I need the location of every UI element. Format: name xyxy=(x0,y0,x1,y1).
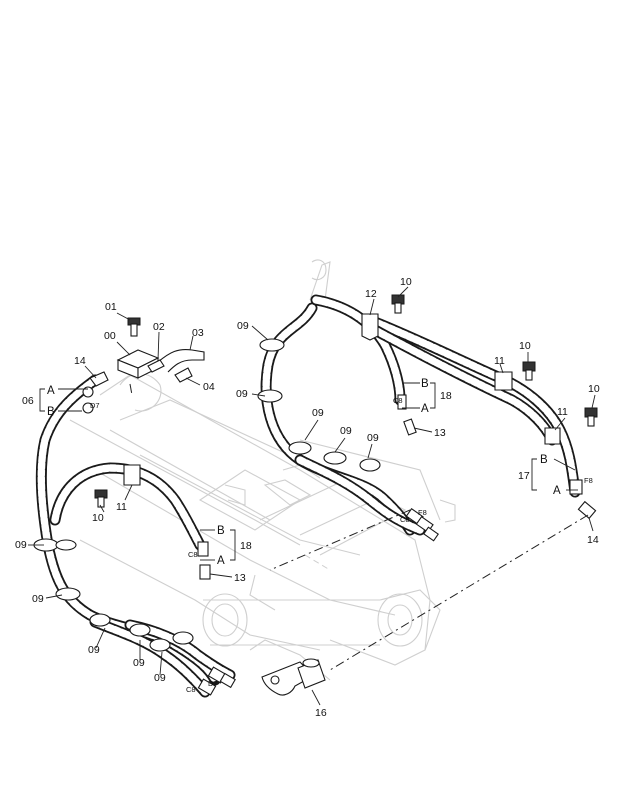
callout-brackets xyxy=(39,382,578,561)
bracket-12 xyxy=(361,313,379,341)
assembly-guide-line xyxy=(329,514,589,671)
callout-09: 09 xyxy=(367,432,379,444)
callout-13: 13 xyxy=(434,427,446,439)
valve-block-assembly xyxy=(82,317,205,414)
port-code-d7: D7 xyxy=(208,679,218,688)
line-label-b: B xyxy=(217,525,225,537)
port-code-c8: C8 xyxy=(186,685,196,694)
callout-02: 02 xyxy=(153,321,165,333)
line-label-b: B xyxy=(421,378,429,390)
line-label-b: B xyxy=(540,454,548,466)
callout-17: 17 xyxy=(518,470,530,482)
line-label-a: A xyxy=(217,555,225,567)
callout-10: 10 xyxy=(588,383,600,395)
callout-09: 09 xyxy=(154,672,166,684)
callout-14: 14 xyxy=(587,534,599,546)
assembly-guide-line xyxy=(269,509,411,571)
hose-clamp xyxy=(89,613,111,627)
port-code-c8: C8 xyxy=(393,396,403,405)
bracket-11 xyxy=(544,427,561,445)
fitting-02 xyxy=(147,359,165,373)
callout-09: 09 xyxy=(15,539,27,551)
assembly-guide-line xyxy=(129,383,133,396)
callout-09: 09 xyxy=(237,320,249,332)
right-hose-bundle xyxy=(257,294,598,542)
callout-11: 11 xyxy=(494,355,505,367)
port-code-c8: C8 xyxy=(188,550,198,559)
bracket-11 xyxy=(494,371,513,391)
hose-fitting xyxy=(403,418,417,436)
hose-clamp xyxy=(323,451,347,465)
leader-lines xyxy=(28,286,596,706)
callout-09: 09 xyxy=(312,407,324,419)
callout-12: 12 xyxy=(365,288,377,300)
callout-11: 11 xyxy=(116,501,127,513)
hose-clamp xyxy=(172,631,194,645)
line-label-a: A xyxy=(47,385,55,397)
bolt-10 xyxy=(391,294,405,314)
line-label-a: A xyxy=(421,403,429,415)
callout-03: 03 xyxy=(192,327,204,339)
line-label-b: B xyxy=(47,406,55,418)
bolt-10 xyxy=(584,407,598,427)
callout-09: 09 xyxy=(133,657,145,669)
bolt-10 xyxy=(522,361,536,381)
callout-09: 09 xyxy=(340,425,352,437)
hose-clamp xyxy=(149,638,171,652)
hose-fitting xyxy=(397,394,407,410)
hose-clamp xyxy=(259,338,285,352)
frame-phantom-outline xyxy=(69,259,456,681)
elbow-fitting-14 xyxy=(577,500,597,520)
hose-clamp xyxy=(55,539,77,551)
callout-18: 18 xyxy=(240,540,252,552)
callout-10: 10 xyxy=(400,276,412,288)
tube-03 xyxy=(157,348,205,373)
hose-fitting xyxy=(197,678,217,696)
callout-09: 09 xyxy=(32,593,44,605)
callout-16: 16 xyxy=(315,707,327,719)
callout-10: 10 xyxy=(92,512,104,524)
callout-06: 06 xyxy=(22,395,34,407)
left-hose-bundle xyxy=(33,374,236,698)
callout-09: 09 xyxy=(88,644,100,656)
callout-01: 01 xyxy=(105,301,117,313)
bracket-11 xyxy=(123,464,141,486)
hose-fitting xyxy=(423,526,439,542)
hose-clamp xyxy=(55,587,81,601)
hose-fitting xyxy=(199,564,211,580)
hose-fitting xyxy=(219,672,236,689)
callout-11: 11 xyxy=(557,406,568,418)
port-code-d7: D7 xyxy=(90,401,100,410)
hose-fitting xyxy=(569,479,583,495)
callout-labels: 01 00 02 03 04 14 06 A B D7 10 12 09 09 … xyxy=(15,276,600,719)
pin-16 xyxy=(261,658,326,696)
port-code-f8: F8 xyxy=(418,508,427,517)
fitting-04 xyxy=(174,367,193,383)
callout-09: 09 xyxy=(236,388,248,400)
callout-13: 13 xyxy=(234,572,246,584)
hose-clamp xyxy=(288,441,312,455)
callout-00: 00 xyxy=(104,330,116,342)
hose-clamp xyxy=(129,623,151,637)
hose-clamp xyxy=(257,389,283,403)
bolt-01 xyxy=(127,317,141,337)
hose-clamp xyxy=(359,458,381,472)
port-code-f8: F8 xyxy=(584,476,593,485)
callout-10: 10 xyxy=(519,340,531,352)
fitting-14 xyxy=(89,371,109,387)
hose-fitting xyxy=(197,541,209,557)
callout-18: 18 xyxy=(440,390,452,402)
bolt-10 xyxy=(94,489,108,508)
line-label-a: A xyxy=(553,485,561,497)
port-code-c8: C8 xyxy=(400,515,410,524)
callout-14: 14 xyxy=(74,355,86,367)
callout-04: 04 xyxy=(203,381,215,393)
